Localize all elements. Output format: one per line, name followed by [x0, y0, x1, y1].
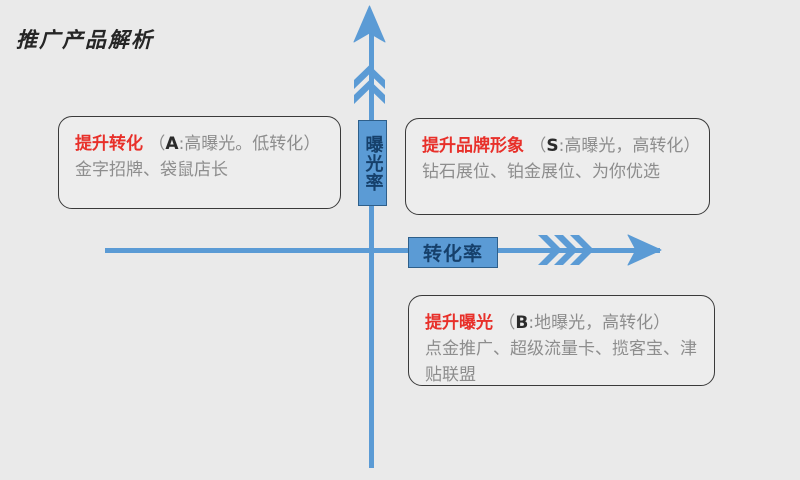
right-arrow-icon: [538, 234, 662, 266]
quadrant-b-paren-open: （: [498, 313, 516, 333]
quadrant-callout-a[interactable]: 提升转化 （A:高曝光。低转化） 金字招牌、袋鼠店长: [58, 116, 341, 209]
quadrant-s-paren-close: ）: [683, 136, 701, 156]
quadrant-a-code: A: [165, 134, 179, 154]
quadrant-a-heading: 提升转化: [75, 134, 143, 154]
quadrant-b-heading-line: 提升曝光 （B:地曝光，高转化）: [425, 310, 698, 336]
axis-label-conversion-rate[interactable]: 转化率: [408, 237, 498, 268]
quadrant-b-code-desc: :地曝光，高转化: [528, 313, 654, 333]
axis-label-exposure-rate[interactable]: 曝光率: [358, 120, 387, 206]
quadrant-callout-b[interactable]: 提升曝光 （B:地曝光，高转化） 点金推广、超级流量卡、揽客宝、津贴联盟: [408, 295, 715, 386]
horizontal-axis-line: [105, 248, 660, 253]
quadrant-callout-s[interactable]: 提升品牌形象 （S:高曝光，高转化） 钻石展位、铂金展位、为你优选: [405, 118, 710, 215]
up-arrow-icon: [353, 5, 386, 104]
page-title: 推广产品解析: [16, 27, 154, 52]
quadrant-s-code: S: [546, 136, 559, 156]
quadrant-a-products: 金字招牌、袋鼠店长: [75, 160, 228, 180]
quadrant-s-paren-open: （: [529, 136, 547, 156]
quadrant-s-heading: 提升品牌形象: [422, 136, 524, 156]
quadrant-s-heading-line: 提升品牌形象 （S:高曝光，高转化）: [422, 133, 700, 159]
quadrant-a-paren-open: （: [148, 134, 166, 154]
quadrant-a-paren-close: ）: [303, 134, 321, 154]
vertical-axis-line: [369, 20, 374, 468]
quadrant-s-products: 钻石展位、铂金展位、为你优选: [422, 162, 660, 182]
quadrant-b-paren-close: ）: [653, 313, 671, 333]
quadrant-b-code: B: [515, 313, 529, 333]
quadrant-b-heading: 提升曝光: [425, 313, 493, 333]
quadrant-b-products: 点金推广、超级流量卡、揽客宝、津贴联盟: [425, 339, 697, 385]
quadrant-s-code-desc: :高曝光，高转化: [558, 136, 684, 156]
quadrant-a-code-desc: :高曝光。低转化: [178, 134, 304, 154]
quadrant-a-heading-line: 提升转化 （A:高曝光。低转化）: [75, 131, 324, 157]
